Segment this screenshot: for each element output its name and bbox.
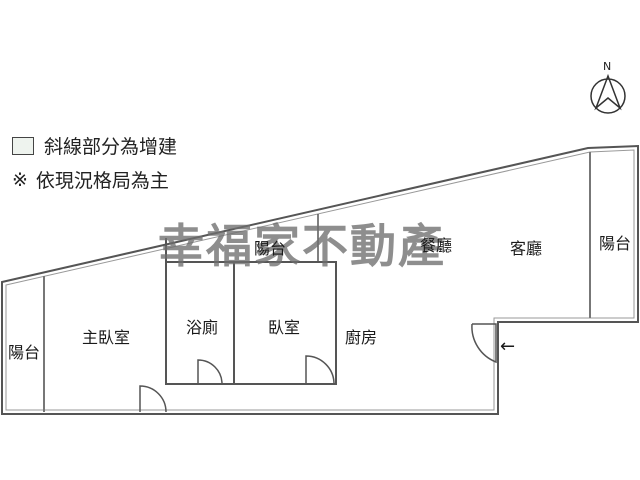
legend-note: ※ 依現況格局為主 — [12, 166, 169, 193]
room-balcony-middle: 陽台 — [254, 239, 287, 258]
legend-hatched: 斜線部分為增建 — [12, 132, 177, 159]
room-master-bedroom: 主臥室 — [82, 328, 131, 347]
legend-note-text: 依現況格局為主 — [35, 170, 169, 192]
bedroom-wall — [233, 261, 337, 385]
hatched-swatch — [12, 136, 34, 155]
master-door-swing — [139, 385, 167, 413]
room-dining: 餐廳 — [420, 236, 453, 255]
room-bedroom: 臥室 — [268, 318, 301, 337]
bedroom-door-swing — [305, 355, 335, 385]
watermark: 幸福家不動產 — [158, 219, 446, 273]
bathroom-door-swing — [197, 359, 223, 385]
room-balcony-right: 陽台 — [599, 234, 632, 253]
outer-wall — [0, 144, 639, 415]
outer-wall-inner — [5, 149, 635, 411]
entrance-door-swing — [471, 323, 497, 364]
room-living: 客廳 — [510, 239, 543, 258]
entrance-arrow-icon: ← — [500, 336, 516, 357]
room-balcony-left: 陽台 — [8, 343, 41, 362]
note-mark: ※ — [12, 168, 28, 191]
room-kitchen: 廚房 — [345, 328, 378, 347]
room-bathroom: 浴廁 — [186, 318, 219, 337]
compass-icon — [590, 73, 626, 114]
legend-hatched-text: 斜線部分為增建 — [44, 136, 178, 158]
north-label: N — [603, 60, 612, 73]
